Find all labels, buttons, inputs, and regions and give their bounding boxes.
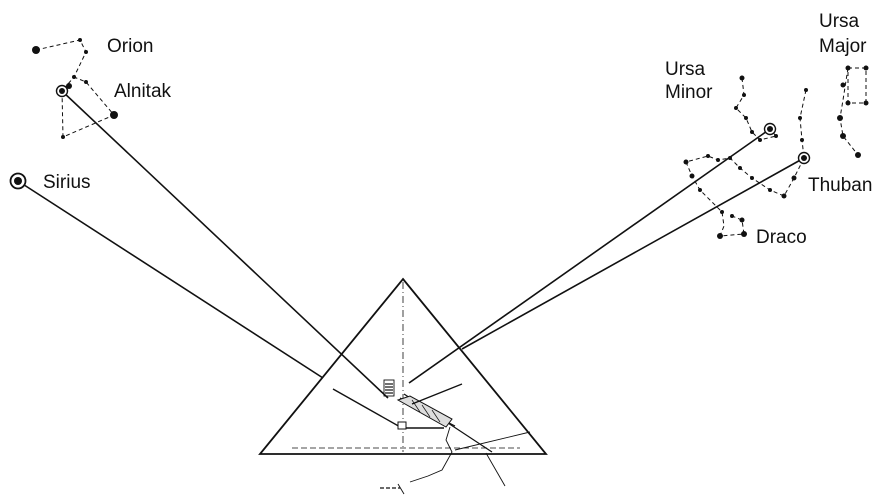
orion-label: Orion [107,36,153,57]
ursa-minor-label-1: Ursa [665,59,706,80]
gallery-hatch-2 [421,404,431,418]
orion-star [61,135,65,139]
orion-star [110,111,118,119]
ursa-minor-constellation: Ursa Minor [665,59,778,142]
alnitak-star [55,84,69,98]
orion-star [78,38,82,42]
ursa-major-label-1: Ursa [819,11,860,32]
orion-star [84,50,88,54]
sirius-star [9,172,27,190]
pyramid-outline [258,277,548,455]
sight-line-alnitak [61,90,389,399]
sight-line-thuban [461,157,805,350]
orion-star [84,80,88,84]
ursa-major-label-2: Major [819,36,867,57]
ursa-major-constellation: Ursa Major [819,11,869,158]
orion-constellation: Orion Alnitak [32,36,172,139]
thuban-label: Thuban [808,175,872,196]
draco-label: Draco [756,227,807,248]
queen-chamber [397,421,407,430]
sirius-label: Sirius [43,172,91,193]
orion-star [32,46,40,54]
ursa-minor-label-2: Minor [665,82,713,103]
thuban-star [797,151,811,165]
sight-line-sirius [17,180,324,379]
northern-shaft-queen [411,383,463,405]
sight-line-ursa-minor [408,128,771,384]
pyramid [258,277,548,495]
subterranean-passage [454,431,531,451]
relieving-chambers [383,379,395,397]
alnitak-label: Alnitak [114,81,172,102]
gallery-hatch-3 [431,409,441,423]
orion-star [66,83,72,89]
orion-star [72,75,76,79]
subterranean-drop [485,452,506,487]
southern-shaft-queen [332,388,403,429]
draco-constellation: Thuban Draco [683,88,872,248]
gallery-hatch-1 [411,399,421,413]
polaris-star [763,122,777,136]
well-shaft [409,426,453,483]
entrance-bottom [397,483,405,495]
